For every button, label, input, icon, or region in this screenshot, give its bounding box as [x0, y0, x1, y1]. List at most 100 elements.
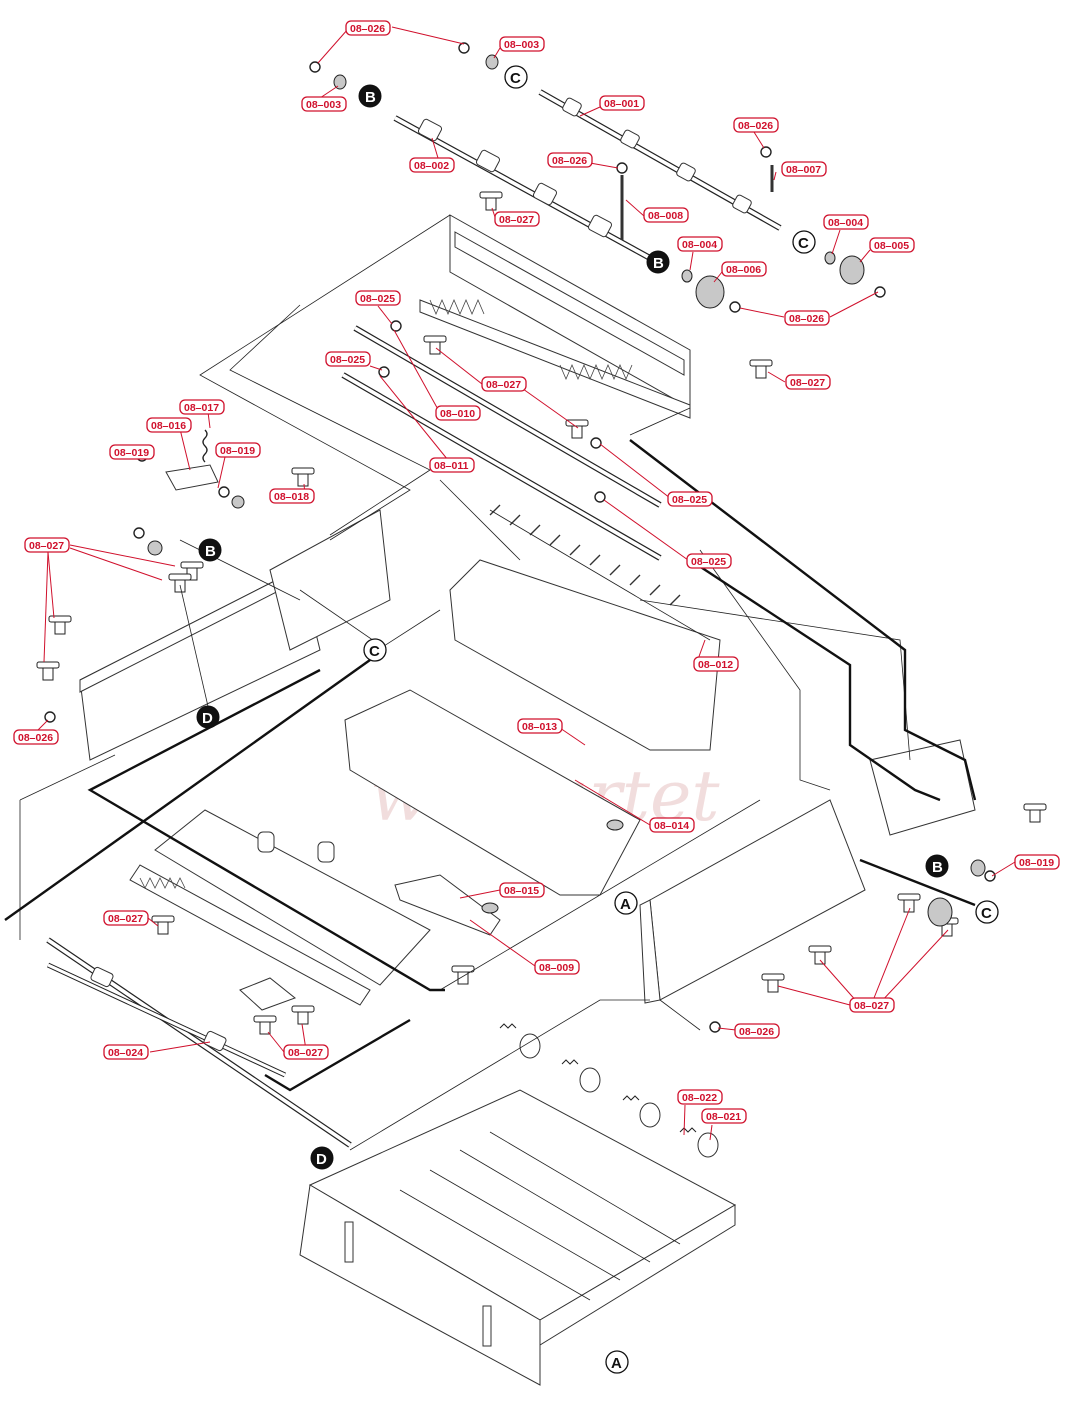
ref-marker-c-right-upper: C [792, 230, 816, 254]
roller-shaft-08-001 [538, 89, 782, 231]
label-08-015: 08–015 [499, 882, 545, 898]
bushing-08-003-right [485, 54, 499, 70]
svg-text:08–003: 08–003 [504, 39, 539, 51]
svg-text:08–025: 08–025 [691, 556, 726, 568]
svg-text:08–027: 08–027 [288, 1047, 323, 1059]
svg-text:08–016: 08–016 [151, 420, 186, 432]
svg-text:08–018: 08–018 [274, 491, 309, 503]
label-08-018: 08–018 [269, 488, 315, 504]
label-08-026-right: 08–026 [784, 310, 830, 326]
bracket-08-016 [165, 429, 245, 509]
svg-text:08–025: 08–025 [672, 494, 707, 506]
label-08-027-mid: 08–027 [481, 376, 527, 392]
label-08-027-lower-left: 08–027 [103, 910, 149, 926]
ref-marker-b-left: B [198, 538, 222, 562]
svg-text:A: A [611, 1355, 622, 1372]
svg-text:B: B [932, 859, 943, 876]
svg-text:D: D [316, 1151, 327, 1168]
label-08-027-left: 08–027 [24, 537, 70, 553]
svg-text:08–022: 08–022 [682, 1092, 717, 1104]
svg-text:08–014: 08–014 [654, 820, 689, 832]
bushing-08-003-left [333, 74, 347, 90]
assembly-guide-lines [19, 214, 911, 1151]
svg-text:08–025: 08–025 [360, 293, 395, 305]
svg-text:08–011: 08–011 [434, 460, 469, 472]
svg-text:08–026: 08–026 [739, 1026, 774, 1038]
bushing-08-004-left [681, 269, 693, 283]
svg-text:08–026: 08–026 [350, 23, 385, 35]
svg-text:08–019: 08–019 [1019, 857, 1054, 869]
label-08-013: 08–013 [517, 718, 563, 734]
label-08-025-right-upper: 08–025 [667, 491, 713, 507]
ref-marker-c-top: C [504, 65, 528, 89]
bushing-08-004-right [824, 251, 836, 265]
ref-marker-a-bottom: A [605, 1350, 629, 1374]
svg-text:08–021: 08–021 [706, 1111, 741, 1123]
label-08-027-right-top: 08–027 [785, 374, 831, 390]
label-08-025-right-lower: 08–025 [686, 553, 732, 569]
gear-08-005 [839, 255, 865, 285]
label-08-022: 08–022 [677, 1089, 723, 1105]
ref-marker-d-bottom: D [310, 1146, 334, 1170]
roller-shaft-08-002 [393, 115, 652, 261]
ref-marker-b-right: B [925, 854, 949, 878]
spring-bushing-group [499, 1023, 719, 1158]
svg-text:C: C [798, 235, 809, 252]
svg-text:08–017: 08–017 [184, 402, 219, 414]
label-08-010: 08–010 [435, 405, 481, 421]
svg-text:08–003: 08–003 [306, 99, 341, 111]
upper-guide-plate [419, 214, 691, 419]
ref-marker-d-left: D [196, 705, 220, 729]
svg-text:08–026: 08–026 [18, 732, 53, 744]
svg-text:08–007: 08–007 [786, 164, 821, 176]
left-feed-plate [129, 809, 431, 1011]
ref-marker-b-top: B [358, 84, 382, 108]
label-08-026-upper-right: 08–026 [733, 117, 779, 133]
ref-marker-a-right: A [614, 891, 638, 915]
shaft-08-010 [353, 325, 662, 508]
label-08-025-mid-left: 08–025 [325, 351, 371, 367]
label-08-004-left: 08–004 [677, 236, 723, 252]
label-08-019-left: 08–019 [109, 444, 155, 460]
svg-text:08–027: 08–027 [854, 1000, 889, 1012]
label-08-008: 08–008 [643, 207, 689, 223]
svg-text:08–008: 08–008 [648, 210, 683, 222]
svg-text:08–012: 08–012 [698, 659, 733, 671]
svg-text:08–027: 08–027 [790, 377, 825, 389]
svg-text:C: C [981, 905, 992, 922]
svg-text:08–024: 08–024 [108, 1047, 143, 1059]
label-08-017: 08–017 [179, 399, 225, 415]
ref-marker-c-right: C [975, 900, 999, 924]
right-side-frame [639, 739, 986, 1004]
assembly-guide-lines-bold [4, 439, 977, 1092]
label-08-014: 08–014 [649, 817, 695, 833]
svg-text:08–009: 08–009 [539, 962, 574, 974]
label-08-019-right: 08–019 [1014, 854, 1060, 870]
svg-text:08–027: 08–027 [29, 540, 64, 552]
label-08-001: 08–001 [599, 95, 645, 111]
label-08-026-top-left: 08–026 [345, 20, 391, 36]
label-08-006: 08–006 [721, 261, 767, 277]
label-08-026-right-lower: 08–026 [734, 1023, 780, 1039]
bottom-tray-frame [299, 1089, 737, 1386]
ref-marker-c-left: C [363, 638, 387, 662]
left-side-frame [79, 509, 391, 761]
svg-text:D: D [202, 710, 213, 727]
svg-text:08–005: 08–005 [874, 240, 909, 252]
label-08-026-left: 08–026 [13, 729, 59, 745]
svg-text:08–025: 08–025 [330, 354, 365, 366]
svg-text:08–027: 08–027 [486, 379, 521, 391]
roller-shaft-08-024 [46, 937, 352, 1148]
svg-text:08–026: 08–026 [738, 120, 773, 132]
paper-guide-08-012 [449, 504, 721, 751]
label-08-003-left: 08–003 [301, 96, 347, 112]
svg-text:08–027: 08–027 [499, 214, 534, 226]
shaft-08-011 [341, 372, 662, 561]
svg-text:08–006: 08–006 [726, 264, 761, 276]
svg-text:08–002: 08–002 [414, 160, 449, 172]
svg-text:08–013: 08–013 [522, 721, 557, 733]
label-08-011: 08–011 [429, 457, 475, 473]
label-08-002: 08–002 [409, 157, 455, 173]
label-08-027-top: 08–027 [494, 211, 540, 227]
